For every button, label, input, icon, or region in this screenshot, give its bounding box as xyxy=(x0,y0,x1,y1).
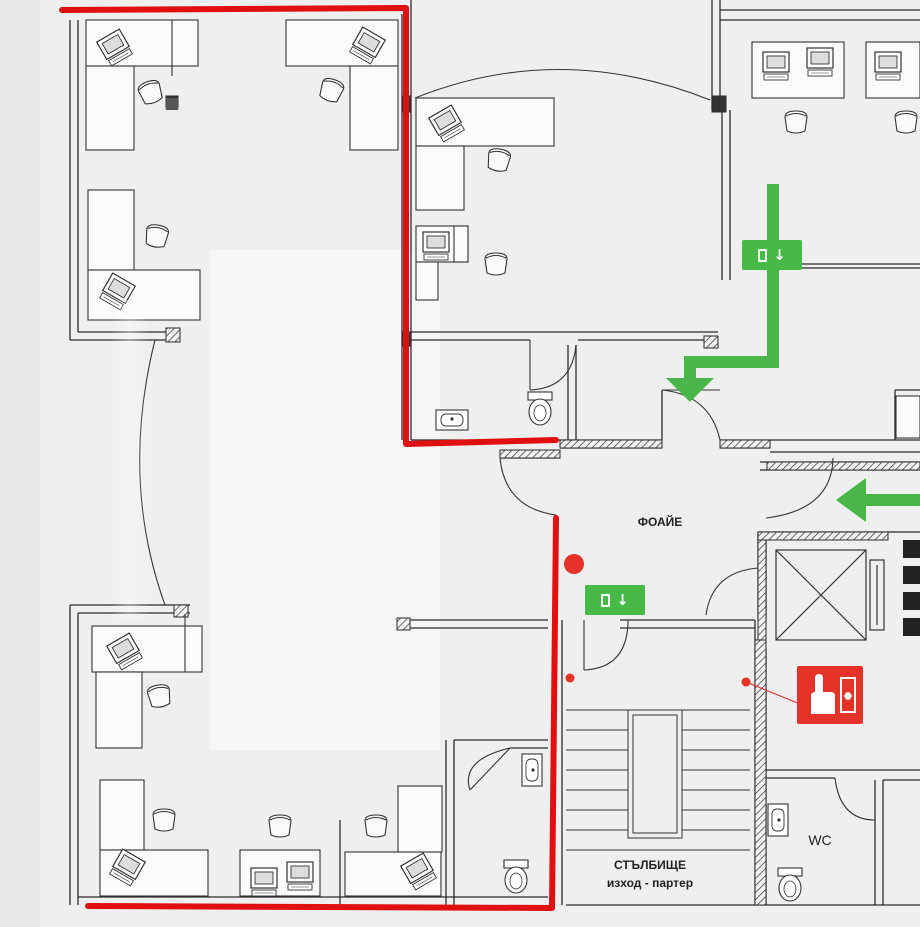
toilet-icon xyxy=(503,859,529,894)
door-icon xyxy=(758,248,768,262)
furniture-bottom-left xyxy=(91,614,443,897)
evacuation-arrow-icon xyxy=(836,478,920,522)
cabinet xyxy=(895,395,920,439)
exit-sign-icon: ↓ xyxy=(585,585,645,615)
stairs-exit-label: изход - партер xyxy=(606,876,694,890)
column xyxy=(166,98,178,110)
toilet-icon xyxy=(527,391,553,426)
sink-icon xyxy=(435,409,469,431)
exit-sign-icon: ↓ xyxy=(742,240,802,270)
evacuation-arrow-icon xyxy=(684,184,779,386)
stairs-label: СТЪЛБИЩЕ xyxy=(613,858,687,872)
toilet-icon xyxy=(777,867,803,902)
wc-label: WC xyxy=(808,832,832,848)
desk-icon xyxy=(762,47,902,81)
elevator-icon xyxy=(775,549,885,641)
sink-icon xyxy=(521,753,543,787)
sink-icon xyxy=(767,803,789,837)
stair-steps-right xyxy=(903,540,920,636)
fire-alarm-icon xyxy=(797,666,863,724)
down-arrow-icon: ↓ xyxy=(773,246,786,264)
staircase xyxy=(566,709,750,851)
down-arrow-icon: ↓ xyxy=(616,591,629,609)
door-icon xyxy=(601,593,611,607)
foyer-label: ФОАЙЕ xyxy=(637,515,683,529)
evacuation-arrow-head xyxy=(666,378,714,402)
fire-alarm-leader xyxy=(745,681,801,705)
red-boundary-line xyxy=(59,5,559,911)
glare-strip xyxy=(110,300,150,620)
